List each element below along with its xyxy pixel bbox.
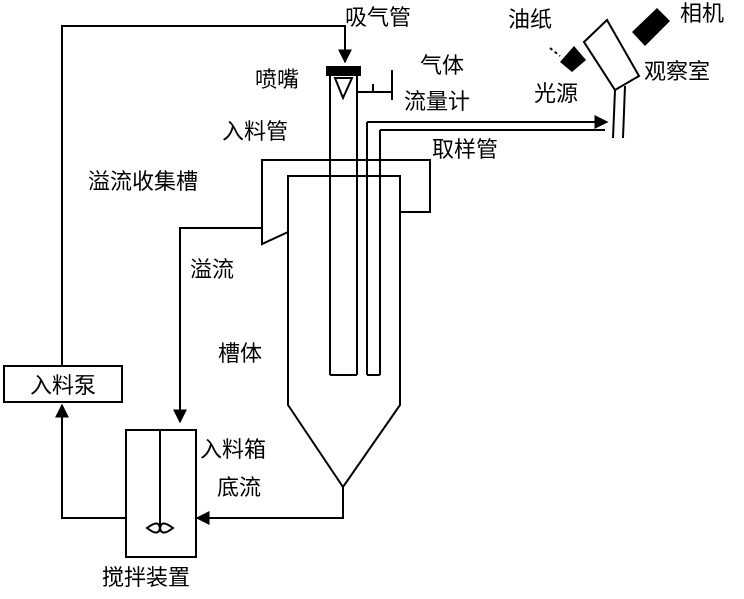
underflow-line: [195, 487, 344, 525]
nozzle: [333, 77, 354, 101]
overflow-line: [173, 227, 262, 424]
label-oil-paper: 油纸: [508, 8, 553, 33]
label-flowmeter: 流量计: [404, 90, 471, 115]
label-light-source: 光源: [534, 82, 579, 107]
tank-body: [287, 176, 401, 489]
label-feed-pipe: 入料管: [222, 120, 289, 145]
label-tank-body: 槽体: [218, 342, 263, 367]
light-source-icon: [560, 46, 586, 72]
label-camera: 相机: [680, 2, 725, 27]
label-underflow: 底流: [217, 476, 262, 501]
observation-room: [582, 18, 641, 92]
return-line: [55, 403, 126, 519]
label-feed-pump: 入料泵: [29, 374, 96, 399]
feed-line: [61, 25, 352, 365]
label-overflow-trough: 溢流收集槽: [88, 170, 199, 195]
label-sampling-tube: 取样管: [432, 138, 499, 163]
label-stirrer: 搅拌装置: [102, 566, 191, 591]
feed-pump-box: 入料泵: [3, 365, 123, 403]
label-observation-room: 观察室: [644, 60, 711, 85]
label-nozzle: 喷嘴: [255, 68, 300, 93]
label-suction-tube: 吸气管: [345, 6, 412, 31]
label-feed-box: 入料箱: [200, 438, 267, 463]
label-overflow: 溢流: [190, 258, 235, 283]
label-gas: 气体: [420, 54, 465, 79]
camera-icon: [632, 8, 670, 46]
